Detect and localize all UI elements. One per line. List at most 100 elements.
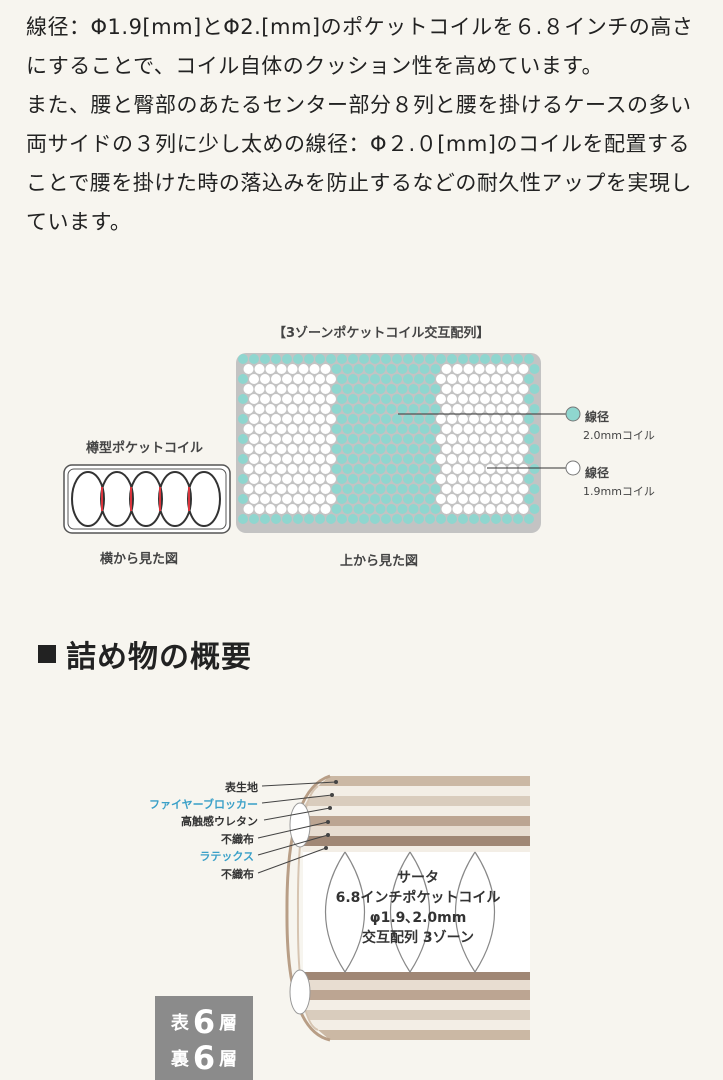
coil-cell — [425, 514, 435, 524]
coil-cell — [320, 364, 331, 374]
coil-cell — [260, 374, 270, 384]
coil-cell — [513, 414, 523, 424]
coil-cell — [480, 494, 490, 504]
coil-cell — [381, 434, 391, 444]
coil-cell — [414, 474, 424, 484]
coil-cell — [425, 354, 435, 364]
coil-cell — [359, 474, 369, 484]
coil-cell — [507, 484, 518, 494]
coil-cell — [419, 504, 430, 514]
coil-cell — [282, 394, 292, 404]
coil-cell — [243, 364, 254, 374]
coil-cell — [304, 494, 314, 504]
coil-cell — [441, 444, 452, 454]
coil-cell — [370, 454, 380, 464]
coil-cell — [458, 474, 468, 484]
coil-cell — [326, 414, 336, 424]
coil-cell — [249, 354, 259, 364]
coil-cell — [447, 374, 457, 384]
top-view-caption: 上から見た図 — [340, 554, 419, 569]
coil-cell — [326, 374, 336, 384]
coil-cell — [276, 504, 287, 514]
coil-cell — [458, 434, 468, 444]
coil-cell — [414, 394, 424, 404]
coil-cell — [414, 434, 424, 444]
coil-cell — [331, 444, 342, 454]
coil-cell — [271, 454, 281, 464]
coil-cell — [359, 514, 369, 524]
coil-cell — [375, 464, 386, 474]
coil-cell — [392, 414, 402, 424]
coil-cell — [502, 374, 512, 384]
coil-cell — [397, 504, 408, 514]
coil-cell — [243, 464, 254, 474]
coil-cell — [430, 404, 441, 414]
coil-cell — [381, 414, 391, 424]
coil-cell — [529, 444, 540, 454]
coil-cell — [342, 424, 353, 434]
coil-cell — [441, 464, 452, 474]
coil-cell — [326, 494, 336, 504]
coil-cell — [392, 514, 402, 524]
coil-cell — [485, 484, 496, 494]
coil-cell — [414, 354, 424, 364]
coil-cell — [430, 504, 441, 514]
back-layers-row: 裏 6 層 — [170, 1039, 238, 1077]
coil-cell — [403, 474, 413, 484]
coil-cell — [524, 434, 534, 444]
coil-cell — [441, 484, 452, 494]
coil-cell — [348, 474, 358, 484]
coil-cell — [507, 424, 518, 434]
coil-cell — [304, 514, 314, 524]
coil-cell — [353, 404, 364, 414]
coil-cell — [243, 384, 254, 394]
coil-cell — [397, 484, 408, 494]
coil-cell — [469, 414, 479, 424]
coil-cell — [474, 384, 485, 394]
coil-cell — [425, 374, 435, 384]
coil-cell — [381, 514, 391, 524]
front-layers-row: 表 6 層 — [170, 1003, 238, 1041]
coil-cell — [370, 354, 380, 364]
coil-cell — [364, 504, 375, 514]
coil-cell — [419, 464, 430, 474]
coil-cell — [315, 394, 325, 404]
coil-cell — [238, 514, 248, 524]
coil-cell — [496, 364, 507, 374]
core-line-diameter: φ1.9､2.0mm — [369, 910, 467, 926]
coil-cell — [441, 504, 452, 514]
coil-cell — [513, 514, 523, 524]
coil-cell — [353, 364, 364, 374]
coil-cell — [480, 474, 490, 484]
coil-cell — [342, 464, 353, 474]
coil-cell — [348, 414, 358, 424]
coil-cell — [364, 484, 375, 494]
intro-text: 線径：Φ1.9[mm]とΦ2.[mm]のポケットコイルを６.８インチの高さにする… — [26, 8, 706, 242]
coil-cell — [370, 514, 380, 524]
coil-cell — [353, 504, 364, 514]
label-latex: ラテックス — [199, 850, 254, 863]
coil-cell — [282, 494, 292, 504]
coil-cell — [392, 494, 402, 504]
coil-cell — [469, 354, 479, 364]
coil-cell — [496, 444, 507, 454]
coil-cell — [408, 404, 419, 414]
coil-cell — [271, 414, 281, 424]
coil-cell — [342, 504, 353, 514]
coil-cell — [414, 374, 424, 384]
section-heading: 詰め物の概要 — [38, 632, 252, 676]
coil-cell — [293, 414, 303, 424]
coil-cell — [469, 454, 479, 464]
coil-cell — [320, 384, 331, 394]
coil-cell — [447, 494, 457, 504]
coil-cell — [265, 504, 276, 514]
coil-cell — [353, 464, 364, 474]
coil-cell — [304, 354, 314, 364]
coil-cell — [276, 404, 287, 414]
coil-cell — [436, 354, 446, 364]
coil-cell — [293, 474, 303, 484]
coil-cell — [463, 404, 474, 414]
coil-cell — [315, 374, 325, 384]
coil-cell — [320, 424, 331, 434]
coil-cell — [243, 444, 254, 454]
